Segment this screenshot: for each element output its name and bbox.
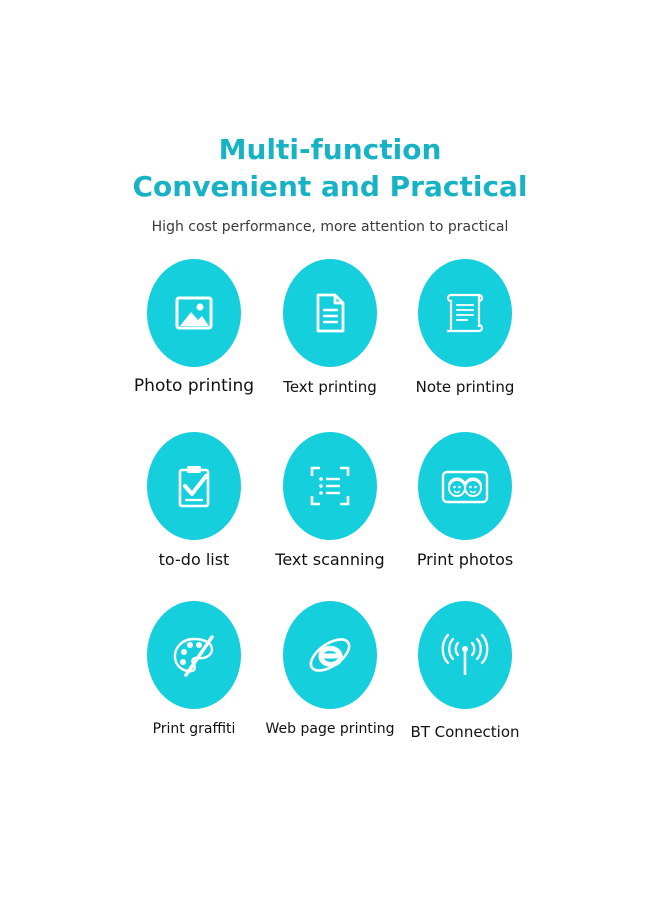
feature-photo-printing: Photo printing [99,259,289,409]
page-subtitle: High cost performance, more attention to… [151,219,509,235]
feature-icon-badge [147,432,241,540]
feature-icon-badge [418,601,512,709]
feature-print-photos: Print photos [370,432,560,582]
feature-label: Photo printing [133,376,255,396]
feature-bt-connection: BT Connection [370,601,560,751]
feature-label: Text scanning [275,550,385,569]
scan-icon [300,456,360,516]
clipboard-check-icon [164,456,224,516]
page-title-line-2: Convenient and Practical [132,170,528,203]
feature-text-printing: Text printing [235,259,425,409]
feature-label: Note printing [415,378,515,396]
web-browser-icon [300,625,360,685]
palette-icon [164,625,224,685]
feature-icon-badge [147,601,241,709]
feature-icon-badge [147,259,241,367]
feature-icon-badge [283,601,377,709]
feature-label: to-do list [158,550,230,569]
document-icon [300,283,360,343]
feature-icon-badge [283,259,377,367]
feature-label: BT Connection [410,723,520,741]
feature-label: Print photos [416,550,514,569]
feature-note-printing: Note printing [370,259,560,409]
feature-todo-list: to-do list [99,432,289,582]
feature-text-scanning: Text scanning [235,432,425,582]
faces-photo-icon [435,456,495,516]
image-icon [164,283,224,343]
scroll-icon [435,283,495,343]
feature-label: Web page printing [265,721,395,737]
feature-label: Print graffiti [152,721,236,737]
feature-icon-badge [418,259,512,367]
feature-label: Text printing [283,378,377,396]
feature-icon-badge [283,432,377,540]
feature-print-graffiti: Print graffiti [99,601,289,751]
page-title-line-1: Multi-function [218,133,442,166]
antenna-icon [435,625,495,685]
feature-web-page-printing: Web page printing [235,601,425,751]
feature-icon-badge [418,432,512,540]
